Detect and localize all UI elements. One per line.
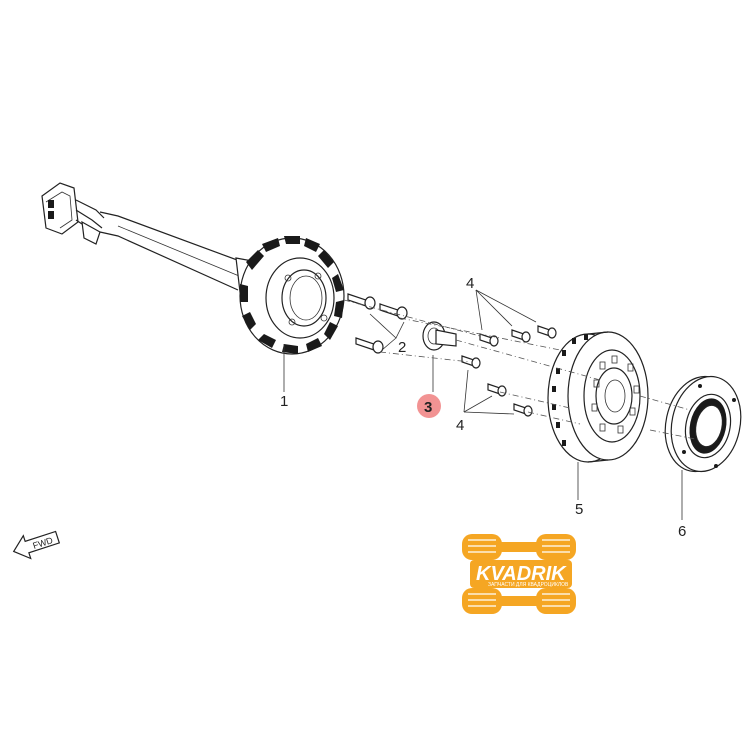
leader-lines — [283, 344, 683, 520]
kvadrik-watermark-logo: KVADRIK ЗАПЧАСТИ ДЛЯ КВАДРОЦИКЛОВ — [462, 534, 576, 614]
flywheel-rim-slots — [552, 334, 588, 446]
callout-part5[interactable]: 5 — [575, 501, 583, 518]
stator — [239, 236, 345, 355]
callout-part1[interactable]: 1 — [280, 393, 288, 410]
logo-tagline: ЗАПЧАСТИ ДЛЯ КВАДРОЦИКЛОВ — [488, 582, 569, 588]
bolt — [355, 337, 384, 354]
callout-part3[interactable]: 3 — [424, 399, 432, 416]
logo-tires — [462, 534, 576, 614]
callout-part6[interactable]: 6 — [678, 523, 686, 540]
starter-clutch — [664, 375, 742, 473]
callout-part4-bottom[interactable]: 4 — [456, 417, 464, 434]
alignment-lines — [343, 299, 701, 441]
forward-direction-arrow: FWD — [12, 530, 61, 560]
stator-bolts — [347, 293, 408, 354]
bolt — [513, 403, 533, 417]
wire-connector — [41, 182, 105, 245]
bolt — [537, 325, 557, 339]
bolt — [347, 293, 376, 310]
callout-part4-top[interactable]: 4 — [466, 275, 474, 292]
stator-teeth — [240, 236, 344, 354]
flywheel-bolts — [461, 289, 557, 417]
bolt — [461, 355, 481, 369]
bolt — [479, 333, 499, 347]
logo-brand: KVADRIK — [476, 563, 567, 585]
wire-harness — [99, 211, 263, 293]
flywheel — [547, 331, 649, 463]
flange-bolt — [422, 321, 457, 392]
callout-highlight — [417, 394, 441, 418]
flywheel-holes — [591, 355, 640, 434]
bolt — [487, 383, 507, 397]
bolt — [511, 329, 531, 343]
bolt — [379, 303, 408, 320]
callout-part2[interactable]: 2 — [398, 339, 406, 356]
